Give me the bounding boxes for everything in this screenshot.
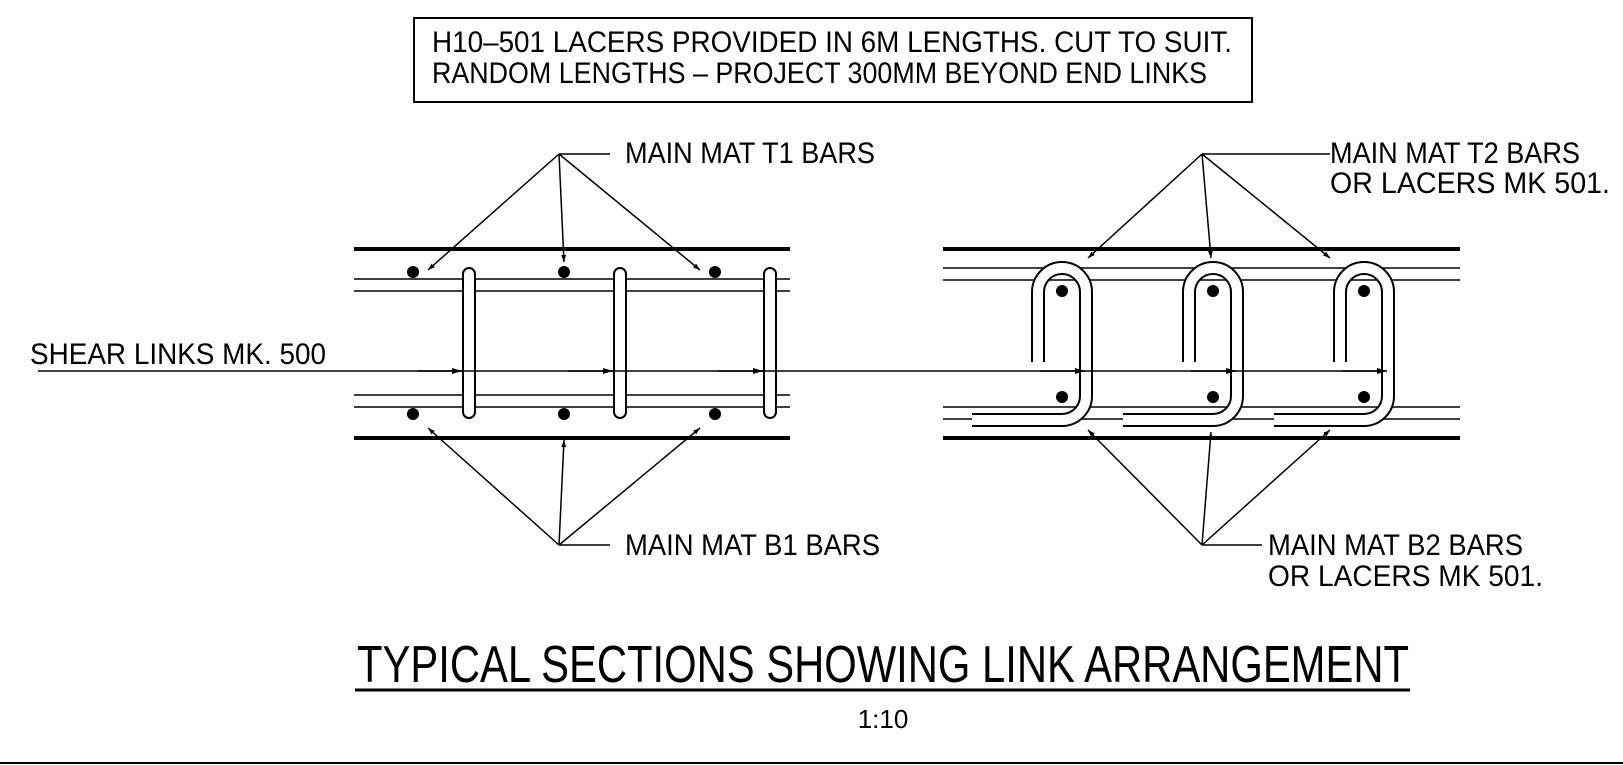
hooked-link-right-2 bbox=[1123, 261, 1244, 427]
label-t2-bars-line1: MAIN MAT T2 BARS bbox=[1330, 137, 1580, 170]
b2-bar-2 bbox=[1207, 391, 1219, 403]
label-t1-bars: MAIN MAT T1 BARS bbox=[625, 137, 875, 170]
t1-leader-2 bbox=[558, 153, 567, 263]
b2-leader-1 bbox=[1087, 429, 1203, 546]
t2-bar-3 bbox=[1358, 285, 1370, 297]
label-b2-bars-line2: OR LACERS MK 501. bbox=[1268, 560, 1543, 593]
t2-leader-2 bbox=[1201, 153, 1213, 259]
drawing-title: TYPICAL SECTIONS SHOWING LINK ARRANGEMEN… bbox=[357, 636, 1409, 694]
label-b2-bars-line1: MAIN MAT B2 BARS bbox=[1268, 529, 1523, 562]
b1-leader-3 bbox=[558, 427, 701, 546]
leaders bbox=[38, 153, 1387, 546]
b1-bar-1 bbox=[407, 408, 419, 420]
b1-bar-3 bbox=[709, 408, 721, 420]
label-shear-links: SHEAR LINKS MK. 500 bbox=[30, 338, 326, 371]
b2-leader-3 bbox=[1201, 429, 1331, 546]
left-section bbox=[354, 247, 790, 440]
drawing-scale: 1:10 bbox=[858, 704, 909, 734]
t1-bar-3 bbox=[709, 266, 721, 278]
t2-leader-3 bbox=[1201, 153, 1331, 259]
t2-leader-1 bbox=[1087, 153, 1203, 259]
b2-bar-1 bbox=[1056, 391, 1068, 403]
b1-leader-1 bbox=[427, 427, 560, 546]
shear-link-left-1 bbox=[462, 267, 476, 419]
t1-leader-3 bbox=[558, 153, 701, 271]
right-section bbox=[943, 247, 1460, 440]
t2-bar-2 bbox=[1207, 285, 1219, 297]
shear-link-left-2 bbox=[613, 267, 627, 419]
label-b1-bars: MAIN MAT B1 BARS bbox=[625, 529, 880, 562]
t1-bar-1 bbox=[407, 266, 419, 278]
note-box: H10–501 LACERS PROVIDED IN 6M LENGTHS. C… bbox=[413, 17, 1253, 103]
note-frame bbox=[413, 17, 1253, 103]
b1-bar-2 bbox=[558, 408, 570, 420]
b1-leader-2 bbox=[558, 439, 567, 546]
hooked-link-right-3 bbox=[1274, 261, 1395, 427]
shear-link-left-3 bbox=[763, 267, 777, 419]
t2-bar-1 bbox=[1056, 285, 1068, 297]
hooked-link-right-1 bbox=[972, 261, 1093, 427]
note-line-2: RANDOM LENGTHS – PROJECT 300MM BEYOND EN… bbox=[432, 57, 1207, 90]
b2-leader-2 bbox=[1201, 431, 1213, 546]
note-line-1: H10–501 LACERS PROVIDED IN 6M LENGTHS. C… bbox=[432, 26, 1232, 59]
t1-bar-2 bbox=[558, 266, 570, 278]
b2-bar-3 bbox=[1358, 391, 1370, 403]
label-t2-bars-line2: OR LACERS MK 501. bbox=[1330, 167, 1610, 200]
t1-leader-1 bbox=[427, 153, 560, 271]
